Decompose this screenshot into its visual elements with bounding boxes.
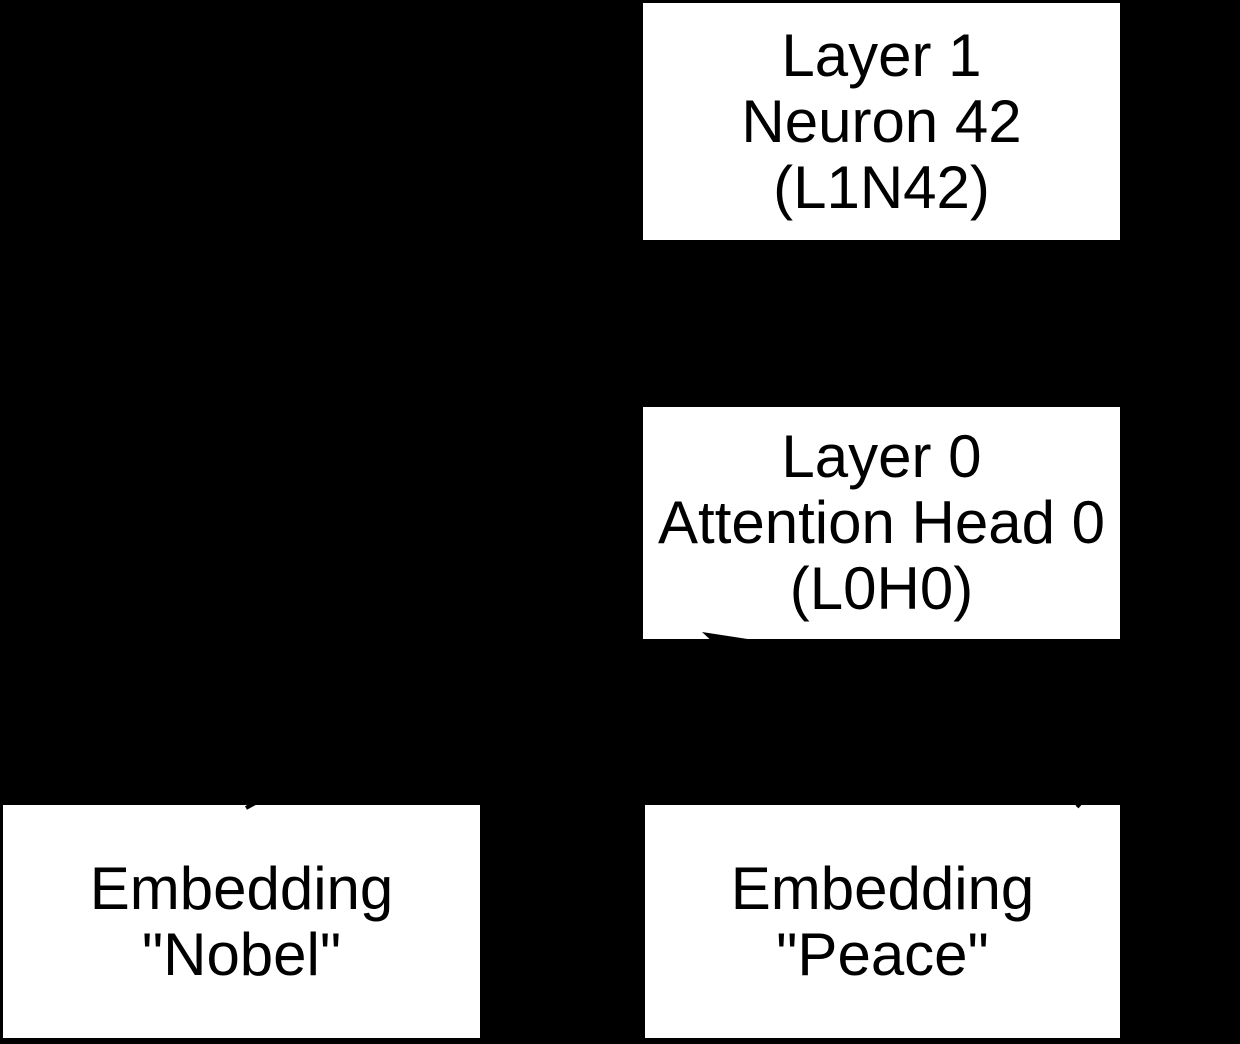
- node-embedding-peace-line2: "Peace": [776, 920, 989, 988]
- node-layer0-attention-head0-line2: Attention Head 0: [658, 489, 1105, 556]
- arrowhead-l0h0-to-l1n42: [870, 243, 894, 265]
- node-layer1-neuron42-line2: Neuron 42: [741, 87, 1022, 155]
- arrowhead-peace-to-l1n42: [1069, 243, 1095, 265]
- node-layer0-attention-head0-line1: Layer 0: [781, 423, 982, 490]
- node-layer0-attention-head0: Layer 0 Attention Head 0 (L0H0): [643, 407, 1120, 639]
- node-layer1-neuron42: Layer 1 Neuron 42 (L1N42): [643, 3, 1120, 240]
- node-embedding-peace-line1: Embedding: [730, 854, 1035, 922]
- node-layer1-neuron42-line3: (L1N42): [773, 153, 990, 221]
- node-embedding-peace: Embedding "Peace": [645, 805, 1120, 1038]
- arrow-nobel-to-l0h0: [244, 648, 776, 810]
- node-embedding-nobel: Embedding "Nobel": [3, 805, 480, 1038]
- node-embedding-nobel-line2: "Nobel": [141, 920, 342, 988]
- node-layer0-attention-head0-line3: (L0H0): [789, 555, 974, 622]
- node-layer1-neuron42-line1: Layer 1: [781, 21, 982, 89]
- node-embedding-nobel-line1: Embedding: [89, 854, 394, 922]
